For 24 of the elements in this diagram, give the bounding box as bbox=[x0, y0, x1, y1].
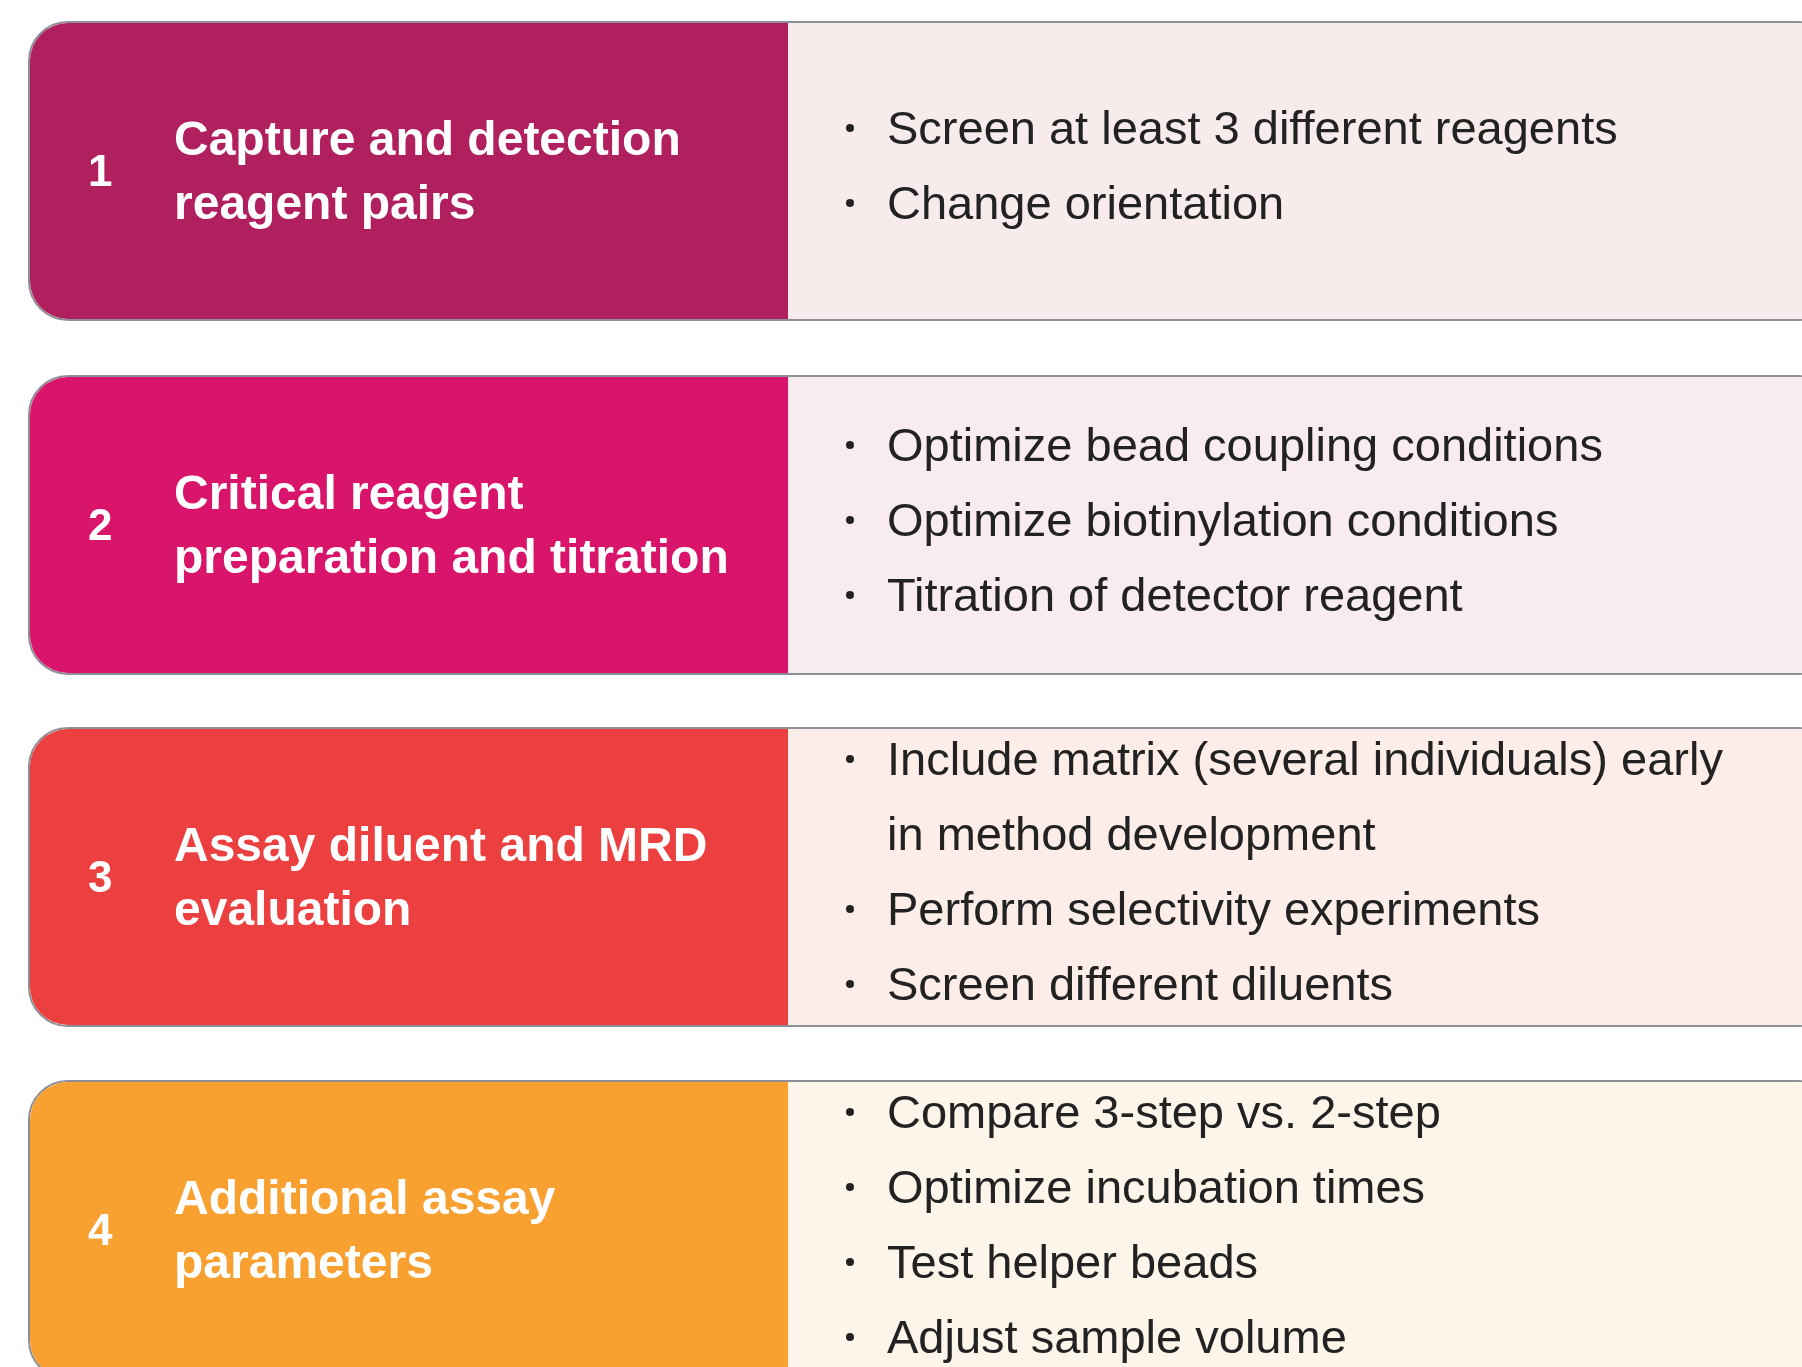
step-heading: Additional assay parameters bbox=[174, 1170, 557, 1290]
step-heading: Critical reagent preparation and titration bbox=[174, 465, 730, 585]
bullet-item: Optimize incubation times bbox=[887, 1160, 1426, 1213]
step-heading: Assay diluent and MRD evaluation bbox=[174, 817, 709, 937]
bullet-item: Screen at least 3 different reagents bbox=[887, 101, 1618, 154]
bullet-item: Test helper beads bbox=[887, 1235, 1259, 1288]
step-row bbox=[28, 375, 1802, 675]
bullet-item: Compare 3-step vs. 2-step bbox=[887, 1085, 1441, 1138]
step-heading: Capture and detection reagent pairs bbox=[174, 111, 682, 231]
step-number: 3 bbox=[88, 852, 114, 902]
step-number: 2 bbox=[88, 500, 114, 550]
bullet-item: Adjust sample volume bbox=[887, 1310, 1347, 1363]
step-row bbox=[28, 21, 1802, 321]
step-number: 4 bbox=[88, 1205, 114, 1255]
bullet-item: Include matrix (several individuals) early in method development bbox=[887, 732, 1723, 860]
step-row bbox=[28, 1080, 1802, 1367]
bullet-item: Optimize bead coupling conditions bbox=[887, 417, 1603, 471]
bullet-item: Optimize biotinylation conditions bbox=[887, 492, 1559, 546]
bullet-item: Titration of detector reagent bbox=[887, 567, 1463, 621]
bullet-item: Change orientation bbox=[887, 176, 1285, 229]
bullet-item: Perform selectivity experiments bbox=[887, 882, 1540, 935]
step-row bbox=[28, 727, 1802, 1027]
step-number: 1 bbox=[88, 146, 114, 196]
bullet-item: Screen different diluents bbox=[887, 957, 1393, 1010]
